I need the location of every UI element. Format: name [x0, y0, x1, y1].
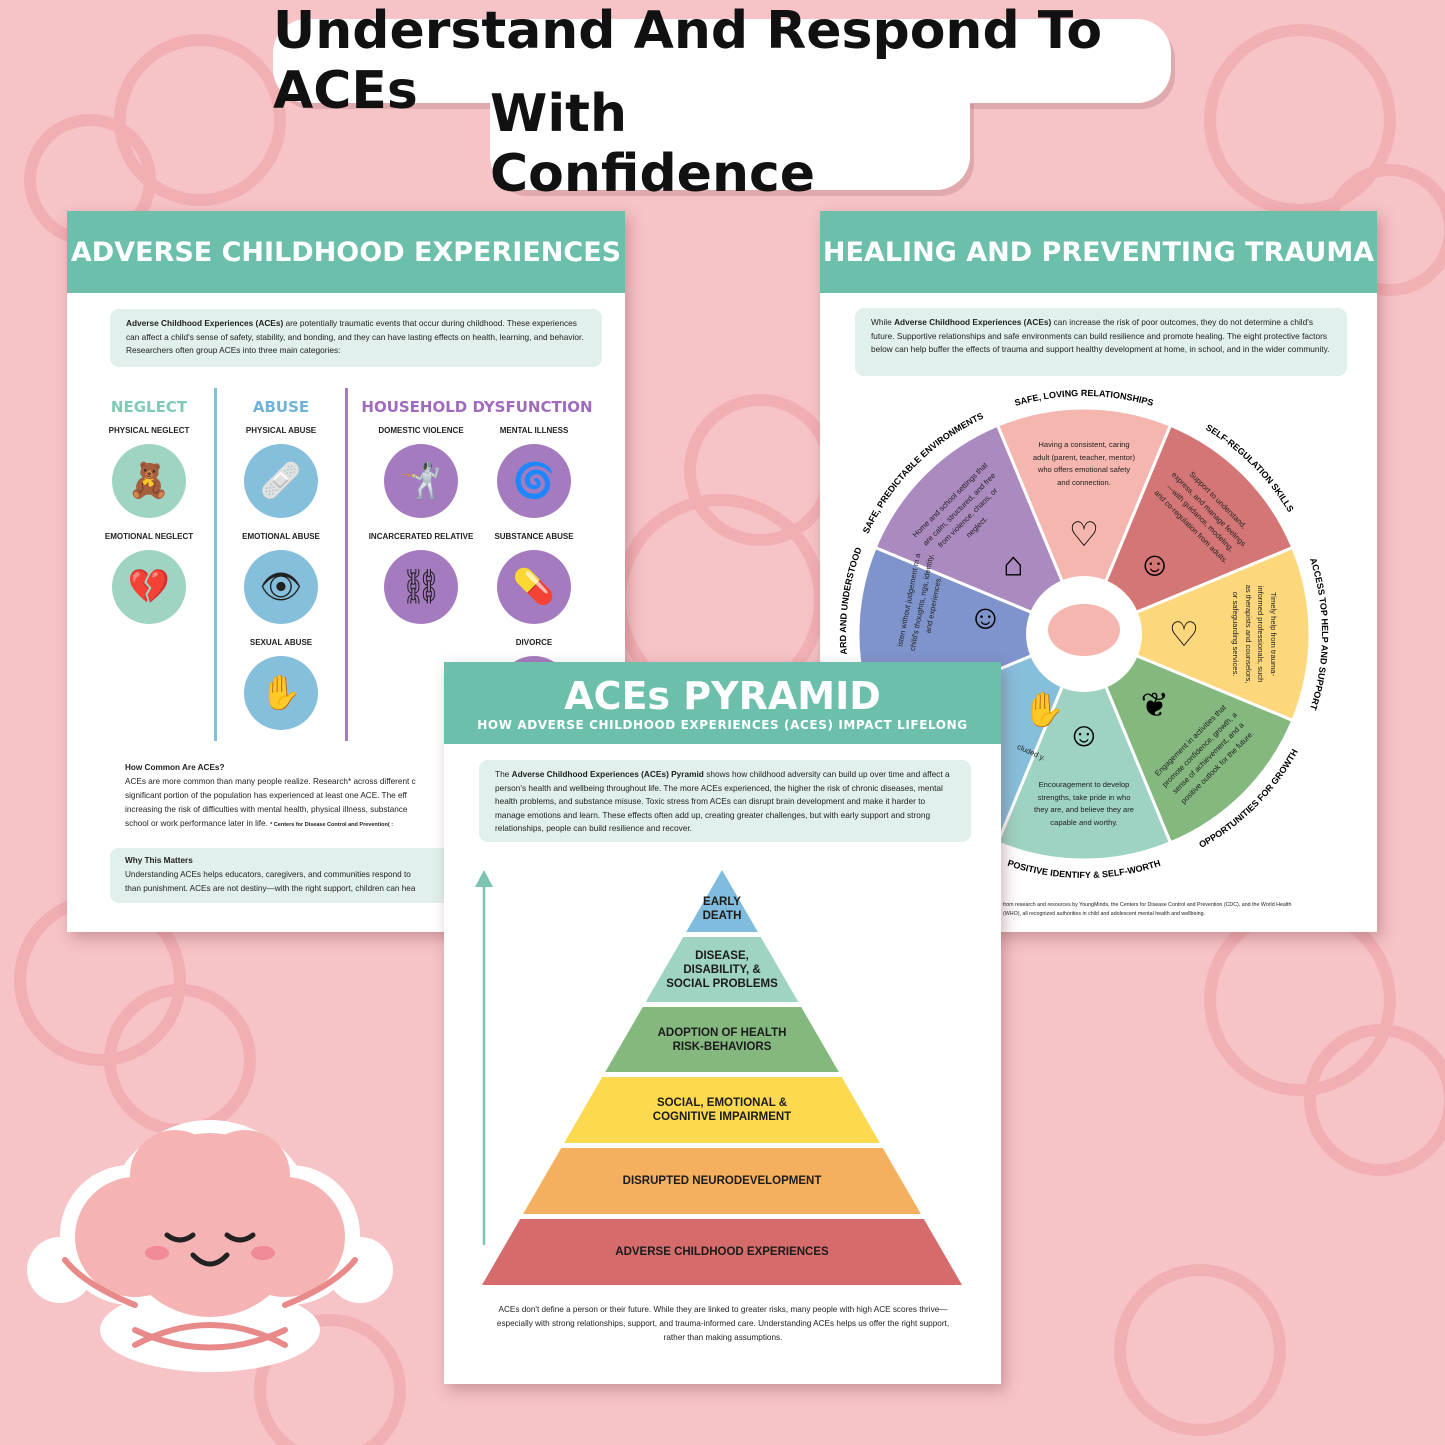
title-banner-line2: With Confidence — [490, 84, 970, 204]
poster-header: HEALING AND PREVENTING TRAUMA — [820, 211, 1377, 293]
pyramid-level-label: ADVERSE CHILDHOOD EXPERIENCES — [615, 1246, 829, 1258]
intro-box: Adverse Childhood Experiences (ACEs) are… — [110, 309, 602, 367]
pyramid-level — [605, 1007, 839, 1072]
source-line: (WHO), all recognized authorities in chi… — [1003, 911, 1205, 917]
divider — [345, 388, 348, 741]
bandage-icon: 🩹 — [244, 444, 318, 518]
head-spiral-icon: 🌀 — [497, 444, 571, 518]
aces-pyramid-chart — [475, 870, 962, 1285]
wheel-segment — [1080, 545, 1312, 723]
teddy-bear-icon: 🧸 — [112, 444, 186, 518]
intro-bold: Adverse Childhood Experiences (ACEs) Pyr… — [511, 769, 704, 779]
title-banner-line1: Understand And Respond To ACEs — [273, 1, 1171, 121]
intro-bold: Adverse Childhood Experiences (ACEs) — [126, 318, 284, 328]
house-heart-icon: ⌂ — [1003, 545, 1024, 583]
footnote: * Centers for Disease Control and Preven… — [270, 822, 394, 828]
ace-label: MENTAL ILLNESS — [499, 426, 569, 435]
how-common-line: school or work performance later in life… — [125, 817, 393, 833]
brain-icon — [1048, 604, 1120, 656]
pills-syringe-icon: 💊 — [497, 550, 571, 624]
wheel-segment — [873, 423, 1087, 637]
pyramid-level — [686, 870, 758, 932]
wheel-segment — [1081, 423, 1295, 637]
intro-bold: Adverse Childhood Experiences (ACEs) — [894, 317, 1052, 327]
pyramid-level-label: SOCIAL, EMOTIONAL & COGNITIVE IMPAIRMENT — [652, 1097, 792, 1123]
fighting-people-icon: 🤺 — [384, 444, 458, 518]
ace-label: EMOTIONAL NEGLECT — [104, 532, 194, 541]
meditating-brain-sticker — [27, 1120, 393, 1372]
divider — [214, 388, 217, 741]
emotion-faces-cycle-icon: ☺ — [1137, 545, 1172, 583]
intro-text: are potentially traumatic events that oc… — [126, 318, 584, 356]
head-speech-icon: ☺ — [1067, 716, 1102, 754]
category-abuse: ABUSE — [252, 398, 310, 416]
poster-aces-pyramid: ACEs PYRAMID HOW ADVERSE CHILDHOOD EXPER… — [444, 662, 1001, 1384]
crying-eye-icon: 👁 — [244, 550, 318, 624]
pyramid-level-label: DISEASE, DISABILITY, & SOCIAL PROBLEMS — [666, 949, 778, 990]
poster-header: ACEs PYRAMID HOW ADVERSE CHILDHOOD EXPER… — [444, 662, 1001, 744]
arrow-head-icon — [475, 870, 493, 887]
ace-label: DOMESTIC VIOLENCE — [378, 426, 464, 435]
poster-header: ADVERSE CHILDHOOD EXPERIENCES — [67, 211, 625, 293]
why-title: Why This Matters — [125, 856, 193, 865]
ace-label: EMOTIONAL ABUSE — [242, 532, 320, 541]
pyramid-level-label: DISRUPTED NEURODEVELOPMENT — [622, 1175, 822, 1187]
two-friends-icon: ☺ — [968, 599, 1003, 637]
intro-box: The Adverse Childhood Experiences (ACEs)… — [479, 760, 971, 842]
ace-label: SEXUAL ABUSE — [249, 638, 313, 647]
pyramid-level — [523, 1148, 921, 1214]
wheel-segment — [995, 406, 1173, 638]
heart-hug-icon: ♡ — [1069, 516, 1099, 554]
plant-sprout-icon: ❦ — [1140, 687, 1169, 725]
poster-title: ADVERSE CHILDHOOD EXPERIENCES — [70, 236, 622, 268]
wheel-segment — [1081, 631, 1295, 845]
ace-label: INCARCERATED RELATIVE — [368, 532, 474, 541]
wheel-description: Encouragement to develop strengths, take… — [1033, 780, 1135, 827]
title-line2: With Confidence — [490, 84, 816, 204]
wheel-description: Having a consistent, caring adult (paren… — [1032, 440, 1136, 487]
how-common-line: increasing the risk of difficulties with… — [125, 805, 408, 814]
title-line1: Understand And Respond To ACEs — [273, 1, 1103, 121]
category-household-dysfunction: HOUSEHOLD DYSFUNCTION — [361, 398, 593, 416]
poster-healing-and-preventing-trauma: HEALING AND PREVENTING TRAUMA While Adve… — [820, 211, 1377, 932]
how-common-text: school or work performance later in life… — [125, 819, 268, 828]
pyramid-level-label: EARLY DEATH — [702, 896, 742, 922]
wheel-label: SAFE, LOVING RELATIONSHIPS — [1013, 388, 1154, 408]
why-line: Understanding ACEs helps educators, care… — [125, 870, 411, 879]
person-hand-icon: ✋ — [244, 656, 318, 730]
how-common-line: significant portion of the population ha… — [125, 791, 407, 800]
how-common-title: How Common Are ACEs? — [125, 763, 225, 772]
intro-text: shows how childhood adversity can build … — [495, 769, 950, 834]
pyramid-footer: ACEs don't define a person or their futu… — [496, 1305, 950, 1342]
intro-box: While Adverse Childhood Experiences (ACE… — [855, 308, 1347, 376]
handcuffs-icon: ⛓ — [384, 550, 458, 624]
joined-hands-icon: ✋ — [1023, 690, 1065, 729]
source-line: from research and resources by YoungMind… — [1003, 902, 1292, 908]
intro-text: can increase the risk of poor outcomes, … — [871, 317, 1330, 355]
poster-subtitle: HOW ADVERSE CHILDHOOD EXPERIENCES (ACES)… — [477, 718, 968, 732]
pyramid-level — [645, 937, 799, 1002]
pyramid-level — [482, 1219, 962, 1285]
poster-title: HEALING AND PREVENTING TRAUMA — [822, 236, 1375, 268]
pyramid-level — [564, 1077, 880, 1143]
intro-pre: The — [495, 769, 512, 779]
wheel-description: Timely help from trauma-informed profess… — [1231, 584, 1279, 684]
ace-label: PHYSICAL ABUSE — [245, 426, 317, 435]
how-common-line: ACEs are more common than many people re… — [125, 777, 416, 786]
wheel-segment — [995, 630, 1173, 862]
why-line: than punishment. ACEs are not destiny—wi… — [125, 884, 416, 893]
ace-label: DIVORCE — [515, 638, 553, 647]
ace-label: SUBSTANCE ABUSE — [494, 532, 574, 541]
poster-title: ACEs PYRAMID — [564, 674, 881, 718]
category-neglect: NEGLECT — [110, 398, 188, 416]
broken-heart-icon: 💔 — [112, 550, 186, 624]
ace-label: PHYSICAL NEGLECT — [108, 426, 190, 435]
pyramid-level-label: ADOPTION OF HEALTH RISK-BEHAVIORS — [657, 1026, 787, 1053]
hands-heart-icon: ♡ — [1169, 616, 1199, 654]
intro-pre: While — [871, 317, 895, 327]
